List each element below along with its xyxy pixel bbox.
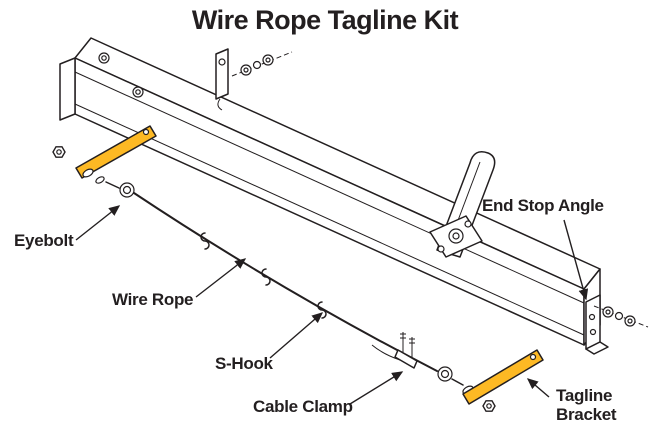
label-tagline-bracket: Tagline Bracket <box>556 386 617 425</box>
end-stop-angle-plate <box>585 294 601 350</box>
beam-flange-line <box>74 103 585 336</box>
leader-arrow-end-stop-angle <box>563 219 589 301</box>
washer-icon <box>95 176 105 184</box>
bracket-bolt-hole <box>529 353 537 361</box>
leader-arrow-tagline-bracket <box>526 378 550 398</box>
tagline-bracket-bar <box>462 349 544 405</box>
tagline-bracket-left <box>52 125 157 198</box>
label-end-stop-angle: End Stop Angle <box>482 196 604 215</box>
eyebolt-shaft <box>105 181 120 189</box>
bracket-bolt-hole <box>142 128 150 136</box>
beam-top-face <box>74 37 601 290</box>
rope-dead-end <box>371 344 401 361</box>
nut-icon <box>56 149 62 155</box>
beam-flange-line <box>74 71 585 304</box>
leader-lines <box>75 205 589 405</box>
wire-rope-path <box>133 192 438 372</box>
mounting-plate <box>215 48 229 100</box>
washer-icon <box>82 168 94 178</box>
cable-clamp-body <box>394 349 418 369</box>
washer-icon <box>265 57 271 63</box>
end-stop-angle-assembly <box>585 294 649 355</box>
beam-bolt-hole <box>101 55 107 61</box>
washer-icon <box>252 60 262 70</box>
nut-icon <box>486 403 492 409</box>
s-hook-icon <box>200 232 210 250</box>
cable-clamp-assembly <box>371 332 418 369</box>
pivot-bolt-icon <box>464 220 472 228</box>
s-hook-icon <box>317 301 327 319</box>
tagline-bracket-bar <box>75 125 157 179</box>
wire-rope-assembly <box>133 192 438 372</box>
mounting-plate-assembly <box>215 48 293 111</box>
washer-icon <box>605 309 611 315</box>
eyebolt-icon <box>440 369 450 379</box>
tensioner-lever-assembly <box>429 151 496 258</box>
end-stop-angle-flange <box>585 341 609 355</box>
washer-icon <box>614 311 624 321</box>
ratchet-wheel-icon <box>452 232 460 240</box>
eyebolt-icon <box>122 185 132 195</box>
pivot-bolt-icon <box>437 245 445 253</box>
label-eyebolt: Eyebolt <box>14 231 74 250</box>
mounting-plate-hole <box>218 58 226 66</box>
washer-icon <box>243 67 249 73</box>
label-s-hook: S-Hook <box>215 354 273 373</box>
end-stop-hole <box>589 328 597 336</box>
leader-arrow-s-hook <box>269 312 324 359</box>
leader-arrow-eyebolt <box>75 205 121 241</box>
end-stop-hole <box>588 313 596 321</box>
tagline-bracket-right <box>437 349 544 412</box>
eyebolt-shaft <box>451 378 464 386</box>
label-cable-clamp: Cable Clamp <box>253 397 353 416</box>
mounting-hook <box>217 98 223 111</box>
s-hook-icon <box>261 268 271 286</box>
page-title: Wire Rope Tagline Kit <box>191 5 459 35</box>
washer-icon <box>627 318 633 324</box>
beam-bolt-hole <box>135 89 141 95</box>
leader-arrow-cable-clamp <box>349 371 404 405</box>
leader-arrow-wire-rope <box>195 258 247 298</box>
beam-left-end-cap <box>59 57 76 121</box>
label-wire-rope: Wire Rope <box>112 290 194 309</box>
